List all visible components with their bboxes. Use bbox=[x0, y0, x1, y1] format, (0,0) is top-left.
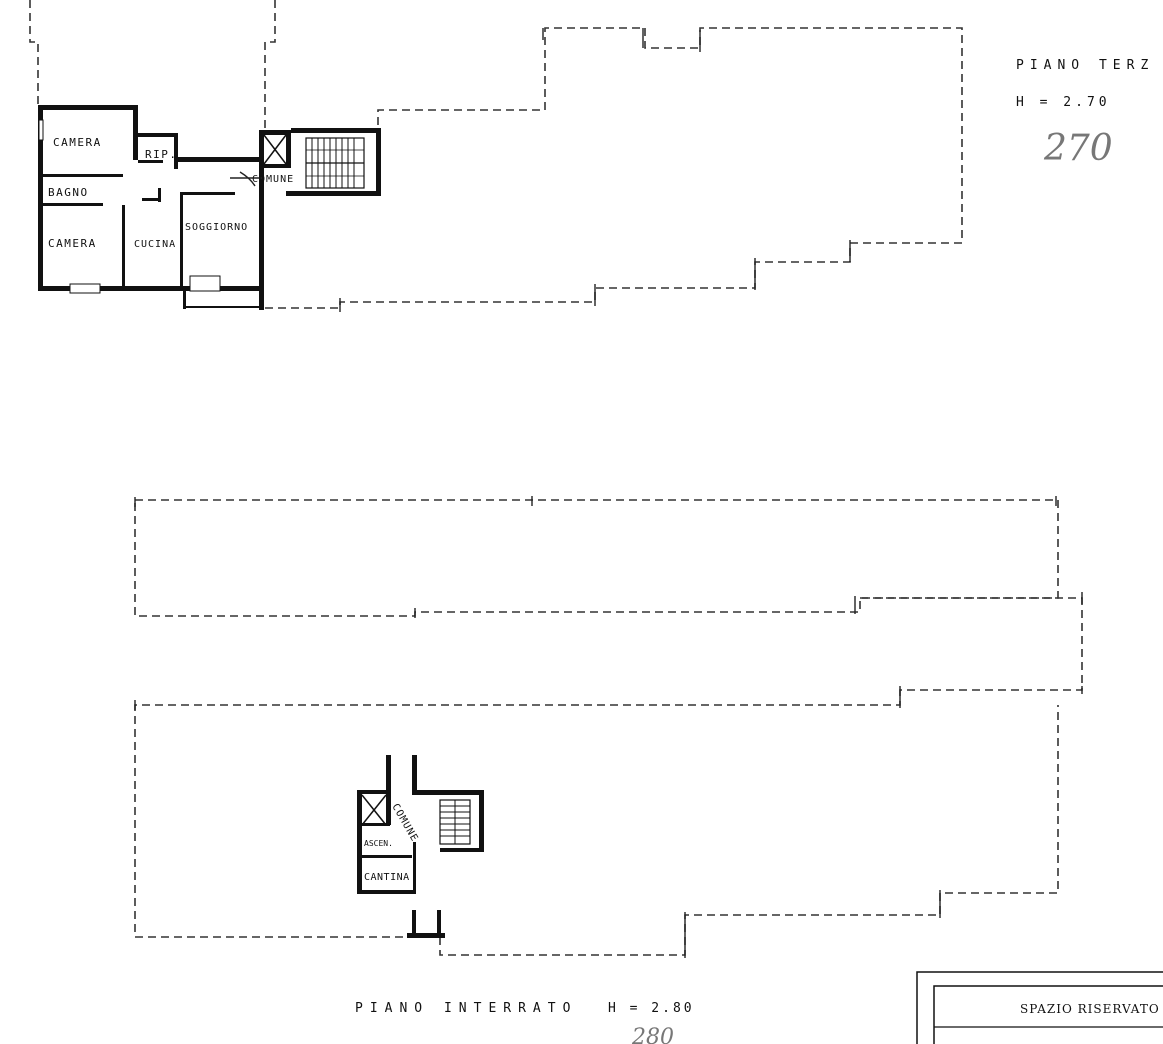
lower-room-label-cantina: CANTINA bbox=[364, 872, 410, 883]
lower-handwritten-note: 280 bbox=[631, 1025, 674, 1044]
lower-room-label-comune: COMUNE bbox=[389, 802, 420, 844]
lower-stair-treads-icon bbox=[439, 799, 471, 845]
lower-floor-height: H = 2.80 bbox=[608, 1001, 695, 1016]
upper-floor-plan: CAMERA RIP. BAGNO CAMERA CUCINA SOGGIORN… bbox=[29, 0, 1154, 312]
lower-floor-title: PIANO INTERRATO bbox=[355, 1001, 577, 1016]
room-label-cucina: CUCINA bbox=[134, 239, 176, 250]
lower-floor-plan: COMUNE ASCEN. CANTINA PIANO INTERRATO H … bbox=[134, 496, 1083, 1044]
upper-handwritten-note: 270 bbox=[1043, 128, 1113, 169]
apartment-walls bbox=[38, 105, 264, 310]
upper-floor-title: PIANO TERZ bbox=[1016, 58, 1154, 73]
reserved-space-title: SPAZIO RISERVATO bbox=[1020, 1002, 1160, 1016]
room-label-rip: RIP. bbox=[145, 148, 178, 161]
stair-treads-icon bbox=[305, 137, 365, 189]
upper-stair-core bbox=[230, 128, 381, 196]
room-label-soggiorno: SOGGIORNO bbox=[185, 222, 248, 233]
room-label-comune: COMUNE bbox=[252, 174, 294, 185]
room-label-camera-2: CAMERA bbox=[48, 237, 97, 250]
lower-building-outline bbox=[134, 496, 1083, 958]
reserved-space-box: SPAZIO RISERVATO bbox=[916, 971, 1163, 1044]
upper-building-outline bbox=[29, 0, 963, 312]
lower-room-label-ascensore: ASCEN. bbox=[364, 839, 393, 848]
upper-floor-height: H = 2.70 bbox=[1016, 95, 1111, 110]
room-label-bagno: BAGNO bbox=[48, 186, 89, 199]
lower-stair-core bbox=[357, 755, 484, 938]
room-label-camera-1: CAMERA bbox=[53, 136, 102, 149]
